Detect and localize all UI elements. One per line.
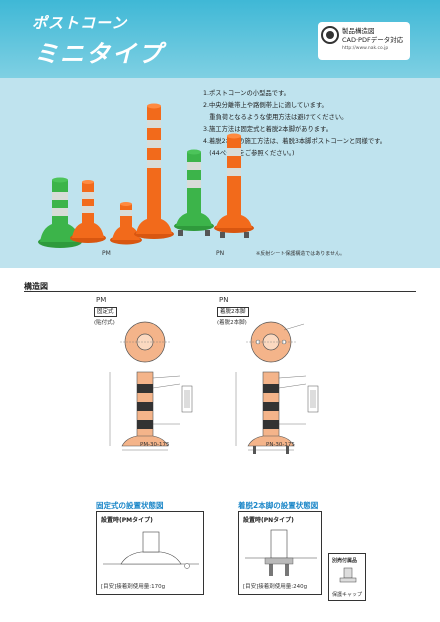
photo-label-pm: PM: [102, 250, 111, 257]
feature-notes: 1.ポストコーンの小型品です。 2.中央分離帯上や路側帯上に適しています。 重負…: [203, 88, 435, 160]
note-line: 3.施工方法は固定式と着脱2本脚があります。: [203, 126, 333, 133]
post-orange-tall: [134, 103, 174, 239]
pn-type-sub: (着脱2本脚): [217, 320, 247, 326]
badge-url: http://www.nak.co.jp: [342, 46, 389, 51]
pm-install-foot: [目安]接着剤使用量:170g: [101, 584, 166, 590]
title-line-1: ポストコーン: [32, 14, 128, 32]
product-photo: [38, 103, 254, 248]
post-orange-medium: [70, 180, 106, 243]
cad-icon: [321, 26, 339, 44]
badge-line-1: 製品構造図: [342, 27, 375, 35]
pn-install-box: 設置時(PNタイプ) [目安]接着剤使用量:240g: [238, 511, 322, 595]
pm-type-tag: 固定式: [94, 307, 117, 317]
photo-label-pn: PN: [216, 250, 225, 257]
pm-type-sub: (貼付式): [94, 320, 115, 326]
note-line: 重負荷となるような使用方法は避けてください。: [203, 114, 348, 121]
post-green-pn: [174, 149, 214, 236]
pn-diagram: [235, 321, 319, 454]
note-line: 2.中央分離帯上や路側帯上に適しています。: [203, 102, 328, 109]
note-line: 1.ポストコーンの小型品です。: [203, 90, 290, 97]
pm-title: PM: [96, 296, 107, 304]
section-divider: [24, 291, 416, 292]
cad-badge: 製品構造図 CAD·PDFデータ対応 http://www.nak.co.jp: [318, 22, 410, 60]
pn-install-title: 着脱2本脚の設置状態図: [238, 501, 319, 510]
badge-line-2: CAD·PDFデータ対応: [342, 36, 404, 44]
pm-model: PM-30-175: [140, 442, 170, 448]
accessory-title: 別売付属品: [332, 558, 358, 564]
accessory-label: 保護キャップ: [332, 592, 363, 598]
pn-type-tag: 着脱2本脚: [217, 307, 249, 317]
pn-install-drawing: [245, 529, 317, 576]
pn-install-foot: [目安]接着剤使用量:240g: [243, 584, 308, 590]
accessory-box: 別売付属品 保護キャップ: [328, 553, 366, 601]
header-panel: ポストコーン ミニタイプ 製品構造図 CAD·PDFデータ対応 http://w…: [0, 0, 440, 268]
pm-install-title: 固定式の設置状態図: [96, 501, 164, 510]
post-orange-pn: [214, 133, 254, 238]
pm-install-label: 設置時(PMタイプ): [101, 517, 153, 524]
pn-install-label: 設置時(PNタイプ): [243, 517, 294, 524]
photo-note: ※反射シート保護構造ではありません。: [256, 251, 346, 257]
pm-diagram: [109, 321, 193, 451]
pn-title: PN: [219, 296, 229, 304]
pn-model: PN-30-175: [266, 442, 295, 448]
cap-icon: [339, 567, 357, 583]
note-line: 4.着脱2本脚の施工方法は、着脱3本脚ポストコーンと同様です。: [203, 138, 387, 145]
section-title: 構造図: [24, 282, 48, 291]
post-orange-small: [110, 202, 142, 245]
pm-install-drawing: [103, 531, 199, 569]
title-line-2: ミニタイプ: [34, 40, 164, 68]
note-line: (44ページをご参照ください。): [203, 150, 295, 157]
pm-install-box: 設置時(PMタイプ) [目安]接着剤使用量:170g: [96, 511, 204, 595]
